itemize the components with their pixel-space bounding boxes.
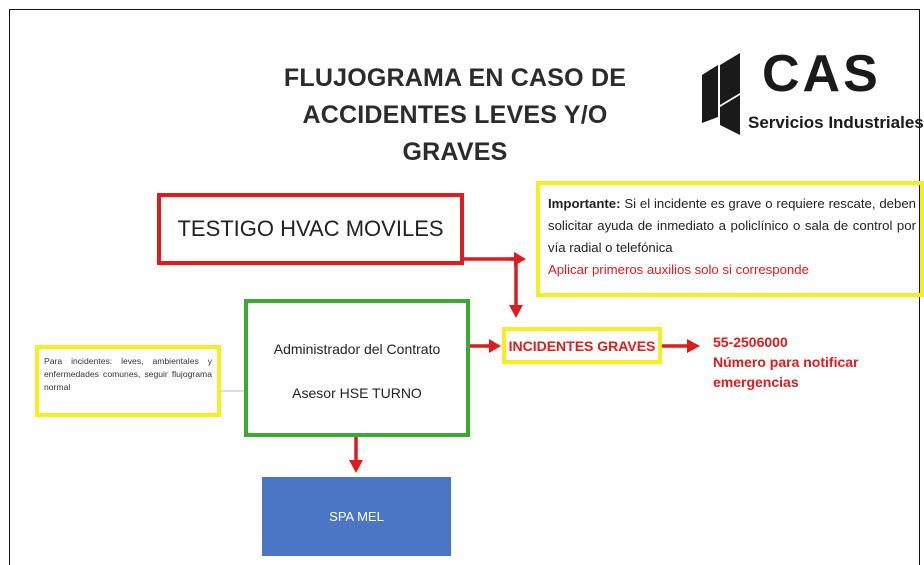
nota-leves-text: Para incidentes: leves, ambientales y en… <box>44 356 212 392</box>
page-frame <box>9 9 920 565</box>
importante-red-note: Aplicar primeros auxilios solo si corres… <box>548 262 809 277</box>
node-incidentes-graves: INCIDENTES GRAVES <box>502 327 662 364</box>
spa-mel-label: SPA MEL <box>329 509 384 524</box>
title-line-1: FLUJOGRAMA EN CASO DE <box>283 64 627 92</box>
node-testigo: TESTIGO HVAC MOVILES <box>157 193 464 265</box>
node-spa-mel: SPA MEL <box>262 477 451 556</box>
arrow-head-spa <box>349 460 363 473</box>
node-importante: Importante: Si el incidente es grave o r… <box>536 181 924 297</box>
title-line-2: ACCIDENTES LEVES Y/O GRAVES <box>302 101 608 166</box>
admin-line-1: Administrador del Contrato <box>273 341 441 357</box>
emergency-phone: 55-2506000 Número para notificar emergen… <box>713 332 858 392</box>
logo-subtitle: Servicios Industriales <box>748 113 924 132</box>
node-nota-leves: Para incidentes: leves, ambientales y en… <box>35 345 221 417</box>
incidentes-graves-label: INCIDENTES GRAVES <box>508 337 656 354</box>
logo-name: CAS <box>762 45 881 103</box>
arrow-head-graves-right <box>489 339 501 353</box>
arrow-head-graves-down <box>509 305 523 318</box>
admin-line-2: Asesor HSE TURNO <box>292 385 422 401</box>
node-administrador: Administrador del Contrato Asesor HSE TU… <box>244 299 470 437</box>
phone-note-1: Número para notificar <box>713 354 859 370</box>
arrow-head-phone <box>687 339 700 353</box>
phone-number: 55-2506000 <box>713 334 788 350</box>
importante-text: Si el incidente es grave o requiere resc… <box>548 196 916 255</box>
phone-note-2: emergencias <box>713 374 799 390</box>
node-testigo-label: TESTIGO HVAC MOVILES <box>177 216 444 241</box>
importante-label: Importante: <box>548 196 621 211</box>
page-title: FLUJOGRAMA EN CASO DE ACCIDENTES LEVES Y… <box>255 60 655 171</box>
cas-logo-mark <box>702 53 740 135</box>
